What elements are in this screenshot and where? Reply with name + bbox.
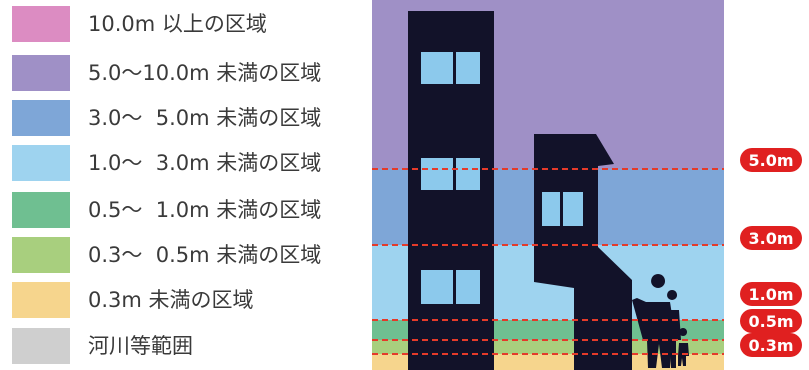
legend-label: 0.5～ 1.0m 未満の区域 bbox=[88, 198, 322, 222]
window-house bbox=[563, 192, 583, 226]
depth-badge bbox=[740, 226, 802, 250]
legend-swatch bbox=[12, 192, 70, 228]
window-tall-bottom bbox=[421, 270, 453, 304]
legend-item-3-to-5m: 3.0～ 5.0m 未満の区域 bbox=[12, 100, 352, 138]
depth-badge bbox=[740, 333, 802, 357]
window-house bbox=[542, 192, 560, 226]
depth-badge bbox=[740, 309, 802, 333]
legend-item-1-to-3m: 1.0～ 3.0m 未満の区域 bbox=[12, 145, 352, 183]
legend-item-0.3-to-0.5m: 0.3～ 0.5m 未満の区域 bbox=[12, 237, 352, 275]
window-tall-bottom bbox=[456, 270, 480, 304]
legend-item-0.5-to-1m: 0.5～ 1.0m 未満の区域 bbox=[12, 192, 352, 230]
legend-label: 1.0～ 3.0m 未満の区域 bbox=[88, 151, 322, 175]
legend-label: 5.0～10.0m 未満の区域 bbox=[88, 61, 322, 85]
windows bbox=[421, 52, 583, 304]
depth-badge-label: 3.0m bbox=[748, 229, 793, 248]
depth-badge-label: 5.0m bbox=[748, 151, 793, 170]
legend-swatch bbox=[12, 100, 70, 136]
legend-swatch bbox=[12, 237, 70, 273]
depth-badge-label: 0.5m bbox=[748, 312, 793, 331]
window-tall-middle bbox=[456, 158, 480, 190]
child-person bbox=[678, 328, 689, 366]
depth-badge-label: 1.0m bbox=[748, 285, 793, 304]
legend-label: 0.3～ 0.5m 未満の区域 bbox=[88, 243, 322, 267]
legend-swatch bbox=[12, 282, 70, 318]
teen-person bbox=[662, 290, 681, 368]
legend-swatch bbox=[12, 328, 70, 364]
depth-badge bbox=[740, 282, 802, 306]
legend-label: 河川等範囲 bbox=[88, 334, 193, 358]
legend-swatch bbox=[12, 55, 70, 91]
depth-badge-label: 0.3m bbox=[748, 336, 793, 355]
legend-item-5-to-10m: 5.0～10.0m 未満の区域 bbox=[12, 55, 352, 93]
legend-label: 3.0～ 5.0m 未満の区域 bbox=[88, 106, 322, 130]
legend-item-under-0.3m: 0.3m 未満の区域 bbox=[12, 282, 352, 320]
legend-swatch bbox=[12, 145, 70, 181]
depth-markers: 5.0m 3.0m 1.0m 0.5m 0.3m bbox=[372, 148, 802, 357]
window-tall-top bbox=[421, 52, 453, 84]
legend-label: 0.3m 未満の区域 bbox=[88, 288, 254, 312]
legend-item-over-10m: 10.0m 以上の区域 bbox=[12, 6, 352, 44]
depth-badge bbox=[740, 148, 802, 172]
window-tall-top bbox=[456, 52, 480, 84]
legend-label: 10.0m 以上の区域 bbox=[88, 12, 267, 36]
legend-swatch bbox=[12, 6, 70, 42]
legend-item-river-area: 河川等範囲 bbox=[12, 328, 352, 366]
window-tall-middle bbox=[421, 158, 453, 190]
